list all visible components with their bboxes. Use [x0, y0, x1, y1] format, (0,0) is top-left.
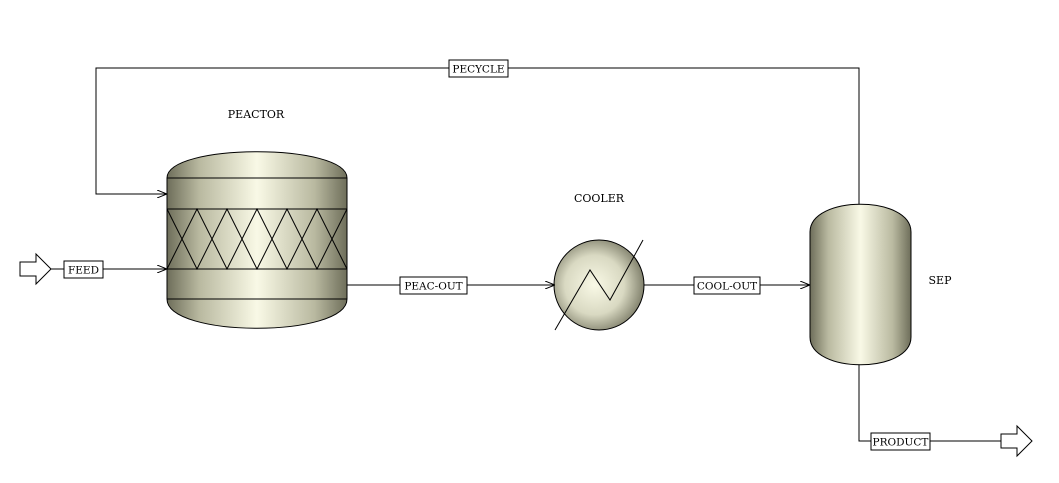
heat-exchanger-coil-icon	[554, 239, 644, 331]
reactor-out-stream[interactable]: PEAC-OUT	[347, 276, 554, 295]
reactor-packing-icon	[166, 207, 348, 271]
reactor-label: PEACTOR	[228, 108, 285, 121]
product-stream-label: PRODUCT	[873, 437, 929, 449]
cooler-vessel	[553, 239, 645, 331]
feed-inlet-arrow-icon	[19, 252, 52, 286]
recycle-stream-label: PECYCLE	[452, 64, 504, 76]
cooler-out-stream[interactable]: COOL-OUT	[644, 276, 809, 295]
cooler-label: COOLER	[574, 192, 625, 205]
recycle-stream[interactable]: PECYCLE	[95, 59, 860, 204]
separator-block[interactable]	[809, 203, 912, 366]
product-stream[interactable]: PRODUCT	[858, 365, 1033, 458]
reactor-out-stream-label: PEAC-OUT	[404, 281, 462, 293]
product-outlet-arrow-icon	[1000, 424, 1033, 458]
separator-label: SEP	[929, 274, 953, 287]
feed-stream[interactable]: FEED	[19, 252, 166, 286]
cooler-out-stream-label: COOL-OUT	[697, 281, 757, 293]
feed-stream-label: FEED	[68, 265, 99, 277]
separator-vessel	[809, 203, 912, 366]
cooler-block[interactable]	[553, 239, 645, 331]
reactor-block[interactable]	[166, 151, 348, 329]
